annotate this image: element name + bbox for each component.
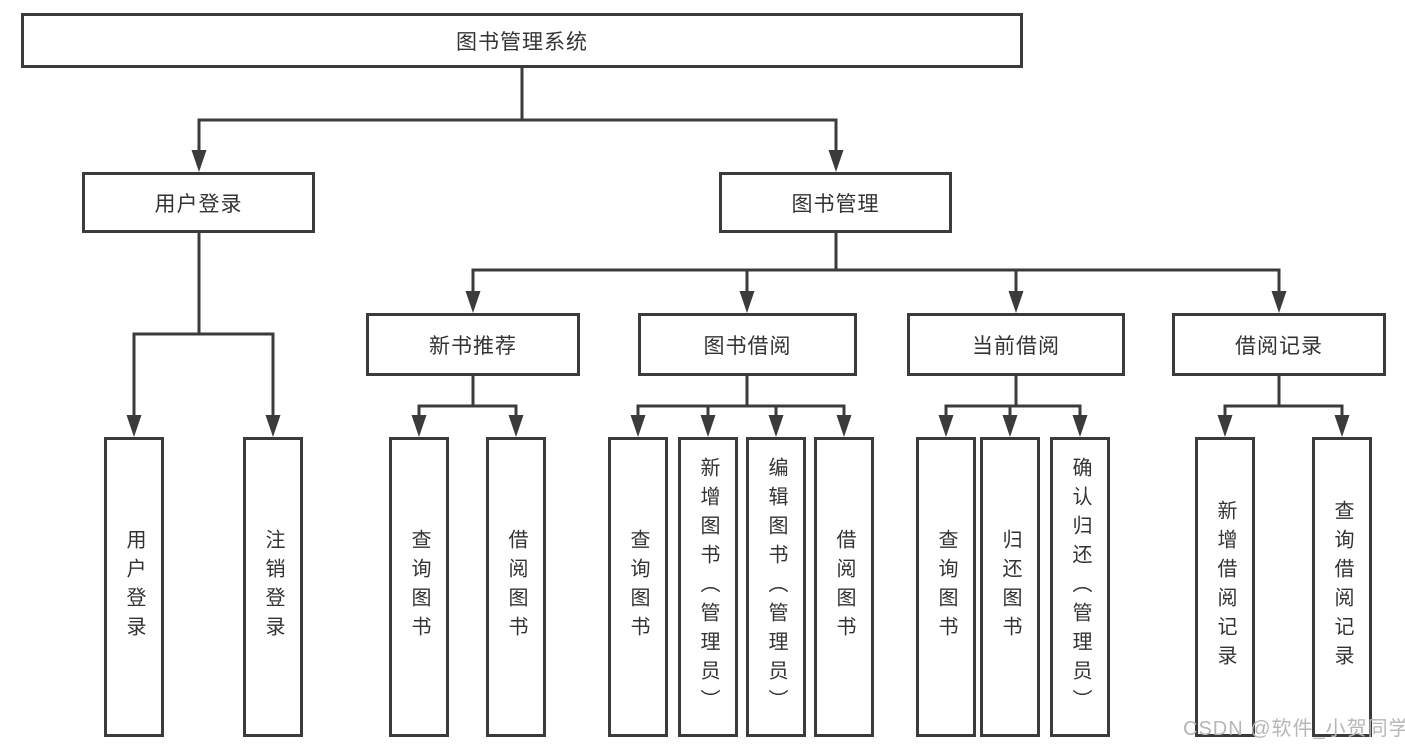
leaf-borrow-books-rec: 借阅图书	[486, 437, 546, 737]
leaf-query-borrow-record-label: 查询借阅记录	[1331, 500, 1353, 674]
connector-user-login-to-leaves	[126, 233, 281, 437]
leaf-logout-label: 注销登录	[262, 529, 284, 645]
leaf-add-borrow-record-label: 新增借阅记录	[1214, 500, 1236, 674]
node-borrow-records-label: 借阅记录	[1235, 334, 1323, 358]
leaf-add-books-admin-label: 新增图书（管理员）	[697, 456, 719, 718]
connector-root-to-level2	[191, 68, 844, 172]
leaf-query-books-current: 查询图书	[916, 437, 976, 737]
node-root: 图书管理系统	[21, 13, 1023, 68]
node-book-borrow: 图书借阅	[638, 313, 857, 376]
leaf-edit-books-admin-label: 编辑图书（管理员）	[765, 456, 787, 718]
connector-new-book-rec-to-leaves	[411, 376, 524, 437]
leaf-return-books-label: 归还图书	[999, 529, 1021, 645]
connector-book-borrow-to-leaves	[630, 376, 852, 437]
leaf-confirm-return-admin-label: 确认归还（管理员）	[1069, 456, 1091, 718]
leaf-query-books-current-label: 查询图书	[935, 529, 957, 645]
leaf-add-borrow-record: 新增借阅记录	[1195, 437, 1255, 737]
leaf-borrow-books-rec-label: 借阅图书	[505, 529, 527, 645]
leaf-user-login-label: 用户登录	[123, 529, 145, 645]
node-book-borrow-label: 图书借阅	[703, 334, 792, 358]
node-book-mgmt: 图书管理	[719, 172, 952, 233]
leaf-return-books: 归还图书	[980, 437, 1040, 737]
leaf-borrow-books-label: 借阅图书	[833, 529, 855, 645]
node-user-login: 用户登录	[82, 172, 315, 233]
connector-borrow-records-to-leaves	[1217, 376, 1350, 437]
leaf-confirm-return-admin: 确认归还（管理员）	[1050, 437, 1110, 737]
node-current-borrow-label: 当前借阅	[972, 334, 1060, 358]
leaf-edit-books-admin: 编辑图书（管理员）	[746, 437, 806, 737]
node-current-borrow: 当前借阅	[907, 313, 1125, 376]
leaf-query-books-borrow-label: 查询图书	[627, 529, 649, 645]
leaf-query-books-borrow: 查询图书	[608, 437, 668, 737]
node-book-mgmt-label: 图书管理	[791, 192, 880, 216]
connector-current-borrow-to-leaves	[938, 376, 1088, 437]
leaf-user-login: 用户登录	[104, 437, 164, 737]
leaf-query-borrow-record: 查询借阅记录	[1312, 437, 1372, 737]
node-root-label: 图书管理系统	[456, 30, 588, 54]
csdn-watermark: CSDN @软件_小贺同学	[1183, 718, 1405, 740]
node-borrow-records: 借阅记录	[1172, 313, 1386, 376]
leaf-query-books-rec: 查询图书	[389, 437, 449, 737]
node-new-book-rec-label: 新书推荐	[429, 334, 517, 358]
leaf-query-books-rec-label: 查询图书	[408, 529, 430, 645]
leaf-logout: 注销登录	[243, 437, 303, 737]
connector-book-mgmt-to-level3	[465, 233, 1287, 313]
node-user-login-label: 用户登录	[154, 192, 243, 216]
node-new-book-rec: 新书推荐	[366, 313, 580, 376]
leaf-add-books-admin: 新增图书（管理员）	[678, 437, 738, 737]
leaf-borrow-books: 借阅图书	[814, 437, 874, 737]
